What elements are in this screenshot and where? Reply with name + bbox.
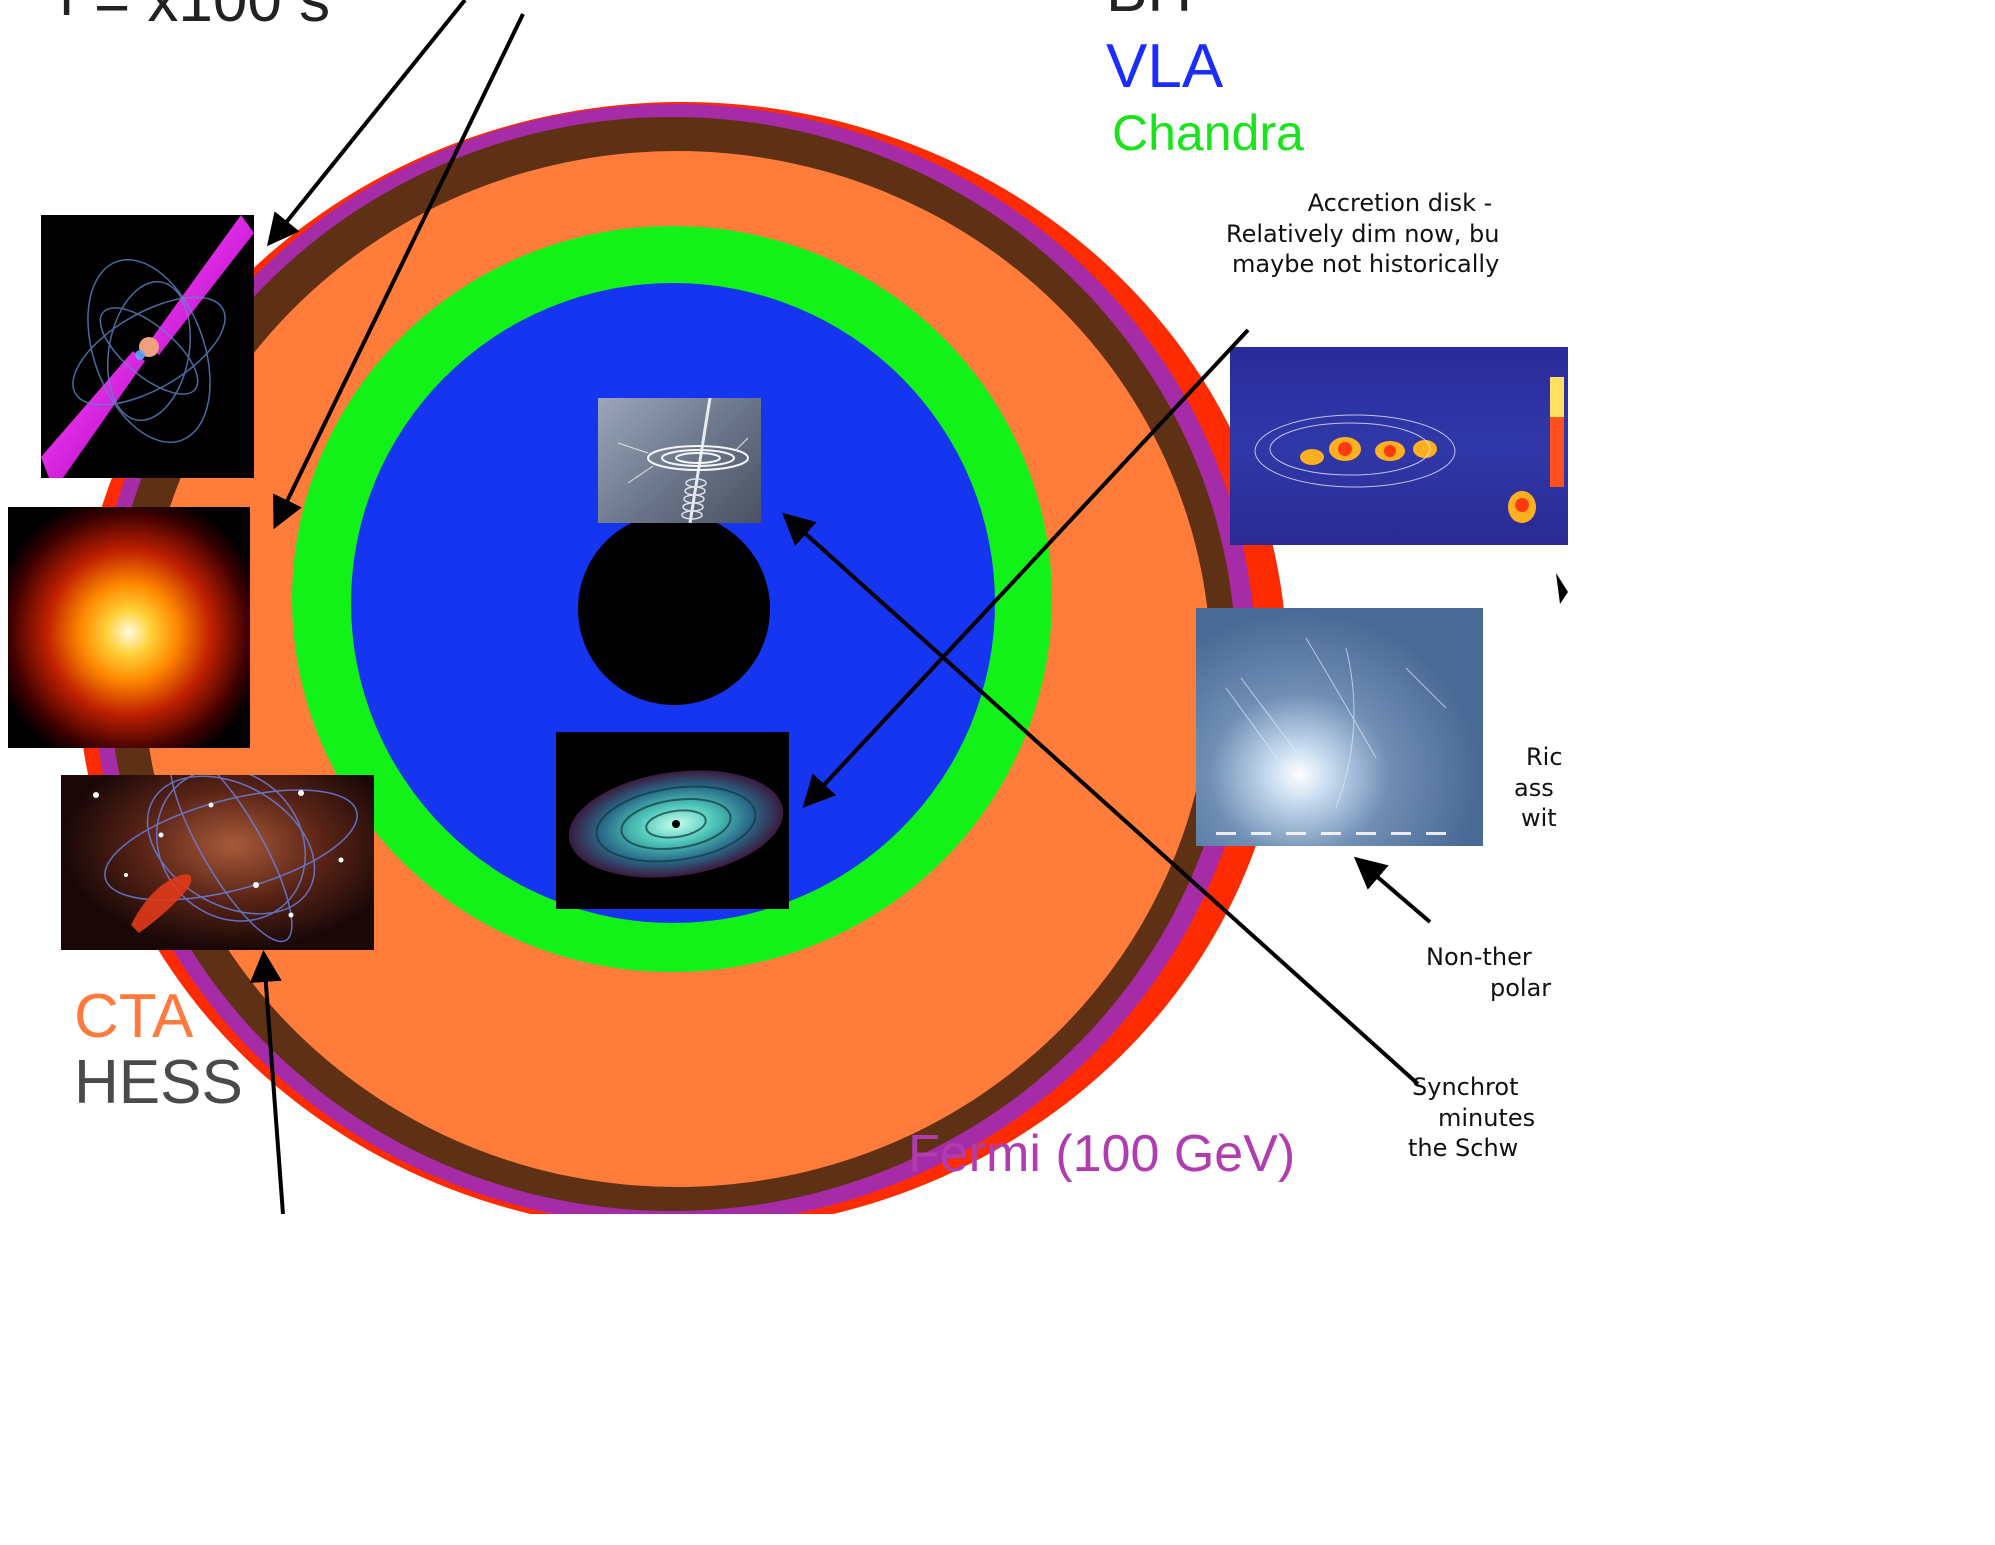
synchrotron-sketch-illustration	[617, 398, 749, 523]
synchrotron-sketch-image	[598, 398, 761, 523]
black-hole	[578, 513, 770, 705]
hess-label: HESS	[74, 1048, 243, 1117]
cta-label: CTA	[74, 982, 194, 1051]
accretion-disk-image	[556, 732, 789, 909]
accretion-line-1: Accretion disk -	[1307, 189, 1493, 217]
diffuse-blob-image	[8, 507, 250, 748]
nonthermal-note: Non-ther polar	[1426, 942, 1551, 1003]
fermi-label: Fermi (100 GeV)	[908, 1125, 1296, 1183]
synchrotron-note: Synchrot minutes the Schw	[1408, 1072, 1535, 1164]
diagram: ı = x100 s BH VLA Chandra CTA HESS Fermi…	[8, 0, 1568, 1214]
nonthermal-line-2: polar	[1490, 973, 1552, 1002]
nonthermal-line-1: Non-ther	[1426, 943, 1532, 971]
accretion-line-2: Relatively dim now, bu	[1226, 219, 1500, 248]
synchrotron-line-3: the Schw	[1408, 1134, 1519, 1163]
accretion-note: Accretion disk - Relatively dim now, bu …	[1226, 188, 1626, 280]
star-orbits-illustration	[93, 775, 358, 943]
xray-filament-illustration	[1216, 637, 1447, 835]
accretion-disk-illustration	[568, 770, 784, 878]
star-orbits-image	[61, 775, 374, 950]
bh-label: BH	[1106, 0, 1192, 22]
right-partial-note: Ric ass wit	[1514, 742, 1563, 834]
scale-fragment: ı	[58, 0, 75, 26]
pulsar-illustration	[41, 215, 254, 478]
vla-label: VLA	[1106, 32, 1224, 101]
chandra-label: Chandra	[1112, 105, 1304, 161]
xray-filament-image	[1196, 608, 1483, 846]
radio-map-illustration	[1254, 377, 1564, 523]
right-partial-3: wit	[1521, 804, 1557, 833]
right-partial-1: Ric	[1526, 743, 1563, 771]
pulsar-image	[41, 215, 254, 478]
accretion-line-3: maybe not historically	[1232, 250, 1500, 279]
right-partial-2: ass	[1514, 773, 1554, 802]
synchrotron-line-2: minutes	[1438, 1103, 1536, 1132]
radio-map-image	[1230, 347, 1568, 545]
synchrotron-line-1: Synchrot	[1412, 1073, 1519, 1101]
scale-label: = x100 s	[94, 0, 331, 35]
